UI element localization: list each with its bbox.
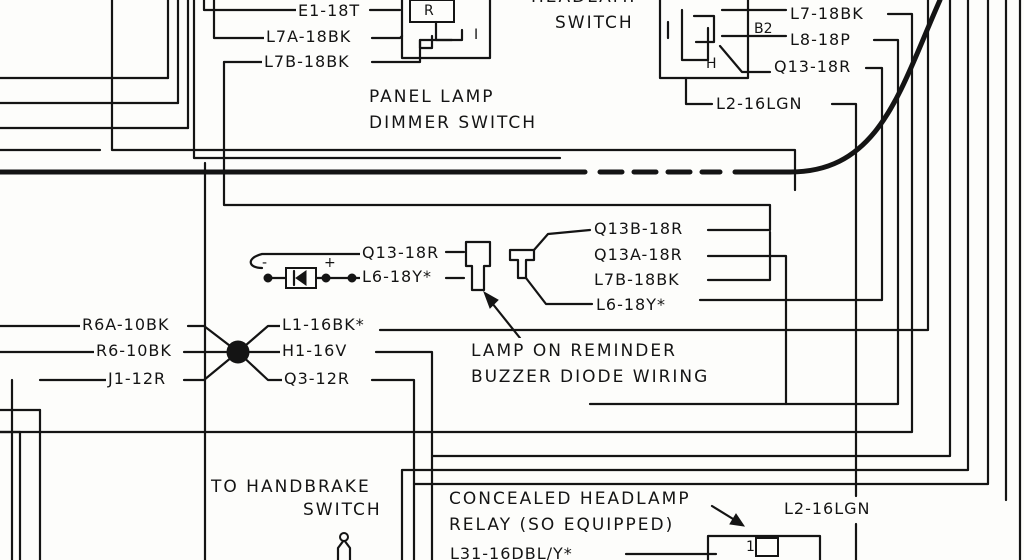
wire-label-r6a: R6A-10BK [80,315,172,334]
handbrake-switch [336,538,352,560]
wire-e1 [202,0,298,12]
relay-terminal-1: 1 [746,539,755,555]
caption-relay: RELAY (SO EQUIPPED) [446,512,678,538]
dimmer-terminal-r: R [424,3,434,19]
wire-right-1 [378,0,930,332]
wire-q13b [532,228,592,252]
wire-label-q13-left: Q13-18R [360,243,442,262]
wire-label-l31: L31-16DBL/Y* [448,545,575,560]
wire-label-q13a: Q13A-18R [592,245,685,264]
caption-to-handbrake: TO HANDBRAKE [208,474,374,500]
headlamp-l2 [684,76,714,106]
wire-right-2 [430,0,952,560]
wire-q3-out [370,378,416,560]
l7-out [0,12,914,434]
wire-q3 [236,350,284,382]
wire-l7a [212,0,266,40]
wire-r6a-end [186,324,240,354]
wire-l1 [236,324,282,354]
splice-dot [226,340,250,364]
relay-arrow-head [729,513,746,527]
wire-label-l2-lower: L2-16LGN [782,499,873,518]
arrow-head [483,290,499,309]
wire-right-4 [412,0,990,486]
headlamp-frame [658,0,750,80]
wire-label-l7b-right: L7B-18BK [592,270,682,289]
headlamp-inner-2 [692,14,716,44]
wire-q13a-right [706,254,788,406]
l8-out [588,38,900,406]
caption-handbrake-switch: SWITCH [300,497,385,523]
diode-dot-mid [321,273,331,283]
caption-lamp-on-reminder: LAMP ON REMINDER [468,338,680,364]
wire-label-l7a: L7A-18BK [264,27,354,46]
dimmer-inner [409,0,455,23]
headlamp-inner-1 [680,8,710,62]
wire-label-l1: L1-16BK* [280,315,367,334]
caption-headlamp: HEADLAMP [528,0,645,10]
wire-h1-out [374,350,434,458]
caption-buzzer-diode: BUZZER DIODE WIRING [468,364,713,390]
wire-label-l6-right: L6-18Y* [594,295,668,314]
wire-label-h1: H1-16V [280,341,350,360]
diode-minus: - [262,255,268,271]
wire-label-l7b: L7B-18BK [262,52,352,71]
headlamp-q13 [718,44,772,74]
wire-label-l7: L7-18BK [788,4,866,23]
wire-label-l2-top: L2-16LGN [714,94,805,113]
wire-label-j1: J1-12R [106,369,169,388]
bus-curve [787,0,943,175]
dimmer-body [400,0,492,60]
relay-terminal [755,537,779,557]
caption-concealed-headlamp: CONCEALED HEADLAMP [446,486,694,512]
wire-label-q13b: Q13B-18R [592,219,686,238]
wire-l7b-right [706,230,772,282]
headlamp-terminal-h: H [706,56,717,72]
dimmer-terminal-i: I [474,27,479,43]
relay-body [706,534,822,560]
handbrake-switch-head [339,532,349,542]
diode-dot-left [263,273,273,283]
l2-out [830,102,858,498]
headlamp-terminal-b2: B2 [754,21,773,37]
dimmer-hook-2 [418,34,434,50]
connector-right [508,248,536,280]
wire-vert-194 [192,0,562,160]
q13-out [698,66,884,302]
caption-dimmer-switch: DIMMER SWITCH [366,110,541,136]
wire-j1-end [182,350,240,382]
wire-l6-right [524,276,594,306]
diode-triangle [295,270,307,286]
diode-dot-right [347,273,357,283]
diode-plus: + [324,255,336,271]
wire-label-e1: E1-18T [296,1,363,20]
connector-left [464,240,492,292]
caption-switch: SWITCH [552,10,637,36]
wire-label-l8: L8-18P [788,30,853,49]
wire-l7a-out [370,34,404,40]
wire-right-3 [400,0,970,560]
dimmer-hook [434,20,464,42]
caption-panel-lamp: PANEL LAMP [366,84,498,110]
wire-label-q13-top: Q13-18R [772,57,854,76]
wire-label-q3: Q3-12R [282,369,353,388]
wire-label-r6: R6-10BK [94,341,174,360]
wire-label-l6-left: L6-18Y* [360,267,434,286]
diode-loop [249,252,362,270]
